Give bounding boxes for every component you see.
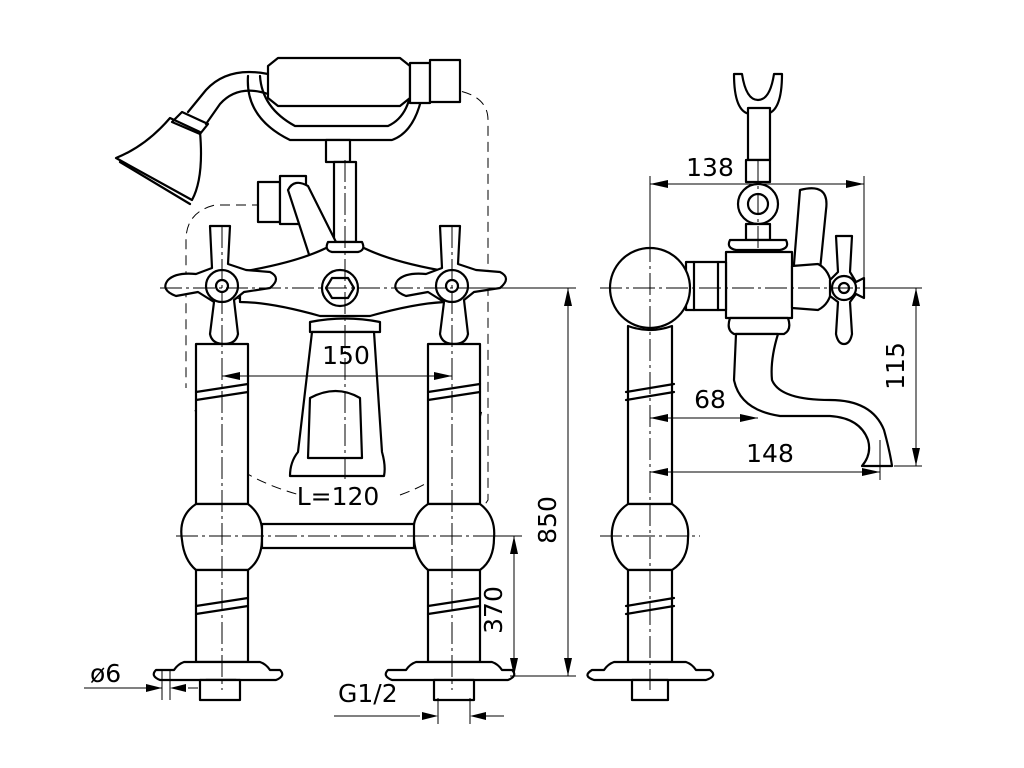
dim-spacing: 150 [222,341,452,380]
dim-spout-inner: 68 [650,385,758,422]
dim-total-height-label: 850 [533,496,562,544]
dim-spout-inner-label: 68 [694,385,726,414]
dim-spout-height-label: 115 [881,342,910,390]
dim-thread: G1/2 [334,679,504,724]
side-collar [727,316,791,336]
dim-spout-outer-label: 148 [746,439,794,468]
dim-thread-label: G1/2 [338,679,398,708]
dim-spout-height: 115 [870,287,922,467]
dim-handle-width-label: 138 [686,153,734,182]
dim-rail-height-label: 370 [479,586,508,634]
front-view: 150 L=120 850 370 ø6 G1/2 [84,56,576,724]
dim-total-height: 850 [464,287,576,677]
dim-spacing-label: 150 [322,341,370,370]
left-cross-handle [164,224,278,346]
side-body [724,250,794,320]
left-leg [152,342,284,702]
dim-handle-width: 138 [649,153,865,282]
handset-cradle [727,72,789,252]
spout-side [732,332,894,468]
side-cross-handle [790,234,866,346]
hose-outline-left [185,204,262,388]
shower-head [114,110,210,206]
side-view: 138 68 148 115 [586,72,922,702]
dim-length-label: L=120 [297,482,380,511]
dim-spout-outer: 148 [650,439,881,480]
right-cross-handle [394,224,508,346]
right-leg [384,342,516,702]
dim-pipe-diameter: ø6 [84,659,198,700]
dim-pipe-diameter-label: ø6 [90,659,121,688]
dim-rail-height: 370 [479,535,522,676]
handset [186,56,462,164]
side-nut [684,260,728,312]
